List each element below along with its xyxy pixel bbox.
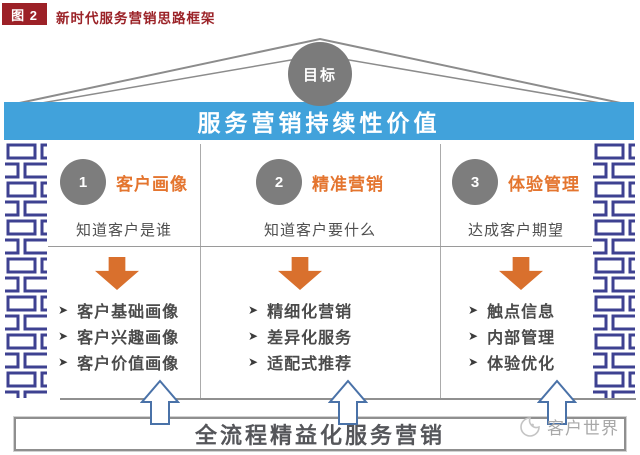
watermark-text: 客户世界	[547, 419, 619, 438]
list-item-label: 触点信息	[487, 304, 556, 321]
column-3-subtitle: 达成客户期望	[467, 222, 564, 239]
column-1-list: ➤ 客户基础画像 ➤ 客户兴趣画像 ➤ 客户价值画像	[58, 297, 179, 375]
list-item: ➤ 差异化服务	[248, 323, 352, 349]
column-3-list: ➤ 触点信息 ➤ 内部管理 ➤ 体验优化	[468, 297, 555, 375]
goal-label: 目标	[302, 66, 337, 84]
column-divider-2	[440, 144, 441, 398]
column-3-title: 体验管理	[508, 174, 580, 194]
arrow-bullet-icon: ➤	[58, 355, 70, 369]
list-item-label: 客户基础画像	[77, 304, 180, 321]
list-item-label: 体验优化	[487, 356, 556, 373]
list-item: ➤ 精细化营销	[248, 297, 352, 323]
list-item: ➤ 内部管理	[468, 323, 555, 349]
column-1-title: 客户画像	[116, 174, 188, 194]
arrow-bullet-icon: ➤	[468, 329, 480, 343]
column-2-subtitle: 知道客户要什么	[263, 222, 376, 239]
column-customer-portrait-header: 1 客户画像	[48, 159, 200, 205]
figure-number-badge: 图 2	[2, 3, 47, 25]
list-item-label: 客户价值画像	[77, 356, 180, 373]
list-item: ➤ 客户基础画像	[58, 297, 179, 323]
up-arrow-icon	[328, 379, 368, 425]
goal-circle: 目标	[288, 42, 352, 106]
down-arrow-icon	[499, 257, 543, 290]
arrow-bullet-icon: ➤	[58, 303, 70, 317]
list-item-label: 精细化营销	[267, 304, 353, 321]
step-3-circle: 3	[452, 159, 498, 205]
arrow-bullet-icon: ➤	[468, 303, 480, 317]
column-precision-marketing-header: 2 精准营销	[200, 159, 440, 205]
bottom-banner: 全流程精益化服务营销	[14, 417, 626, 451]
column-2-title: 精准营销	[312, 174, 384, 194]
list-item-label: 客户兴趣画像	[77, 330, 180, 347]
list-item: ➤ 适配式推荐	[248, 349, 352, 375]
list-item-label: 适配式推荐	[267, 356, 353, 373]
arrow-bullet-icon: ➤	[248, 329, 260, 343]
arrow-bullet-icon: ➤	[58, 329, 70, 343]
brick-wall-left	[5, 142, 47, 398]
column-experience-management-header: 3 体验管理	[440, 159, 592, 205]
arrow-bullet-icon: ➤	[248, 303, 260, 317]
list-item: ➤ 体验优化	[468, 349, 555, 375]
watermark-logo-icon	[520, 416, 540, 437]
column-1-subtitle: 知道客户是谁	[75, 222, 172, 239]
top-banner-label: 服务营销持续性价值	[197, 110, 441, 136]
up-arrow-icon	[537, 379, 577, 425]
down-arrow-icon	[95, 257, 139, 290]
list-item-label: 内部管理	[487, 330, 556, 347]
list-item-label: 差异化服务	[267, 330, 353, 347]
figure-title: 新时代服务营销思路框架	[56, 11, 216, 26]
arrow-bullet-icon: ➤	[248, 355, 260, 369]
step-2-circle: 2	[256, 159, 302, 205]
list-item: ➤ 客户价值画像	[58, 349, 179, 375]
header-row-divider	[48, 246, 592, 247]
watermark: 客户世界	[519, 414, 619, 439]
top-banner: 服务营销持续性价值	[4, 102, 634, 140]
list-item: ➤ 触点信息	[468, 297, 555, 323]
column-divider-1	[200, 144, 201, 398]
arrow-bullet-icon: ➤	[468, 355, 480, 369]
brick-wall-right	[593, 142, 635, 398]
list-item: ➤ 客户兴趣画像	[58, 323, 179, 349]
column-2-list: ➤ 精细化营销 ➤ 差异化服务 ➤ 适配式推荐	[248, 297, 352, 375]
step-1-circle: 1	[60, 159, 106, 205]
down-arrow-icon	[278, 257, 322, 290]
up-arrow-icon	[140, 379, 180, 425]
bottom-banner-label: 全流程精益化服务营销	[194, 423, 445, 448]
